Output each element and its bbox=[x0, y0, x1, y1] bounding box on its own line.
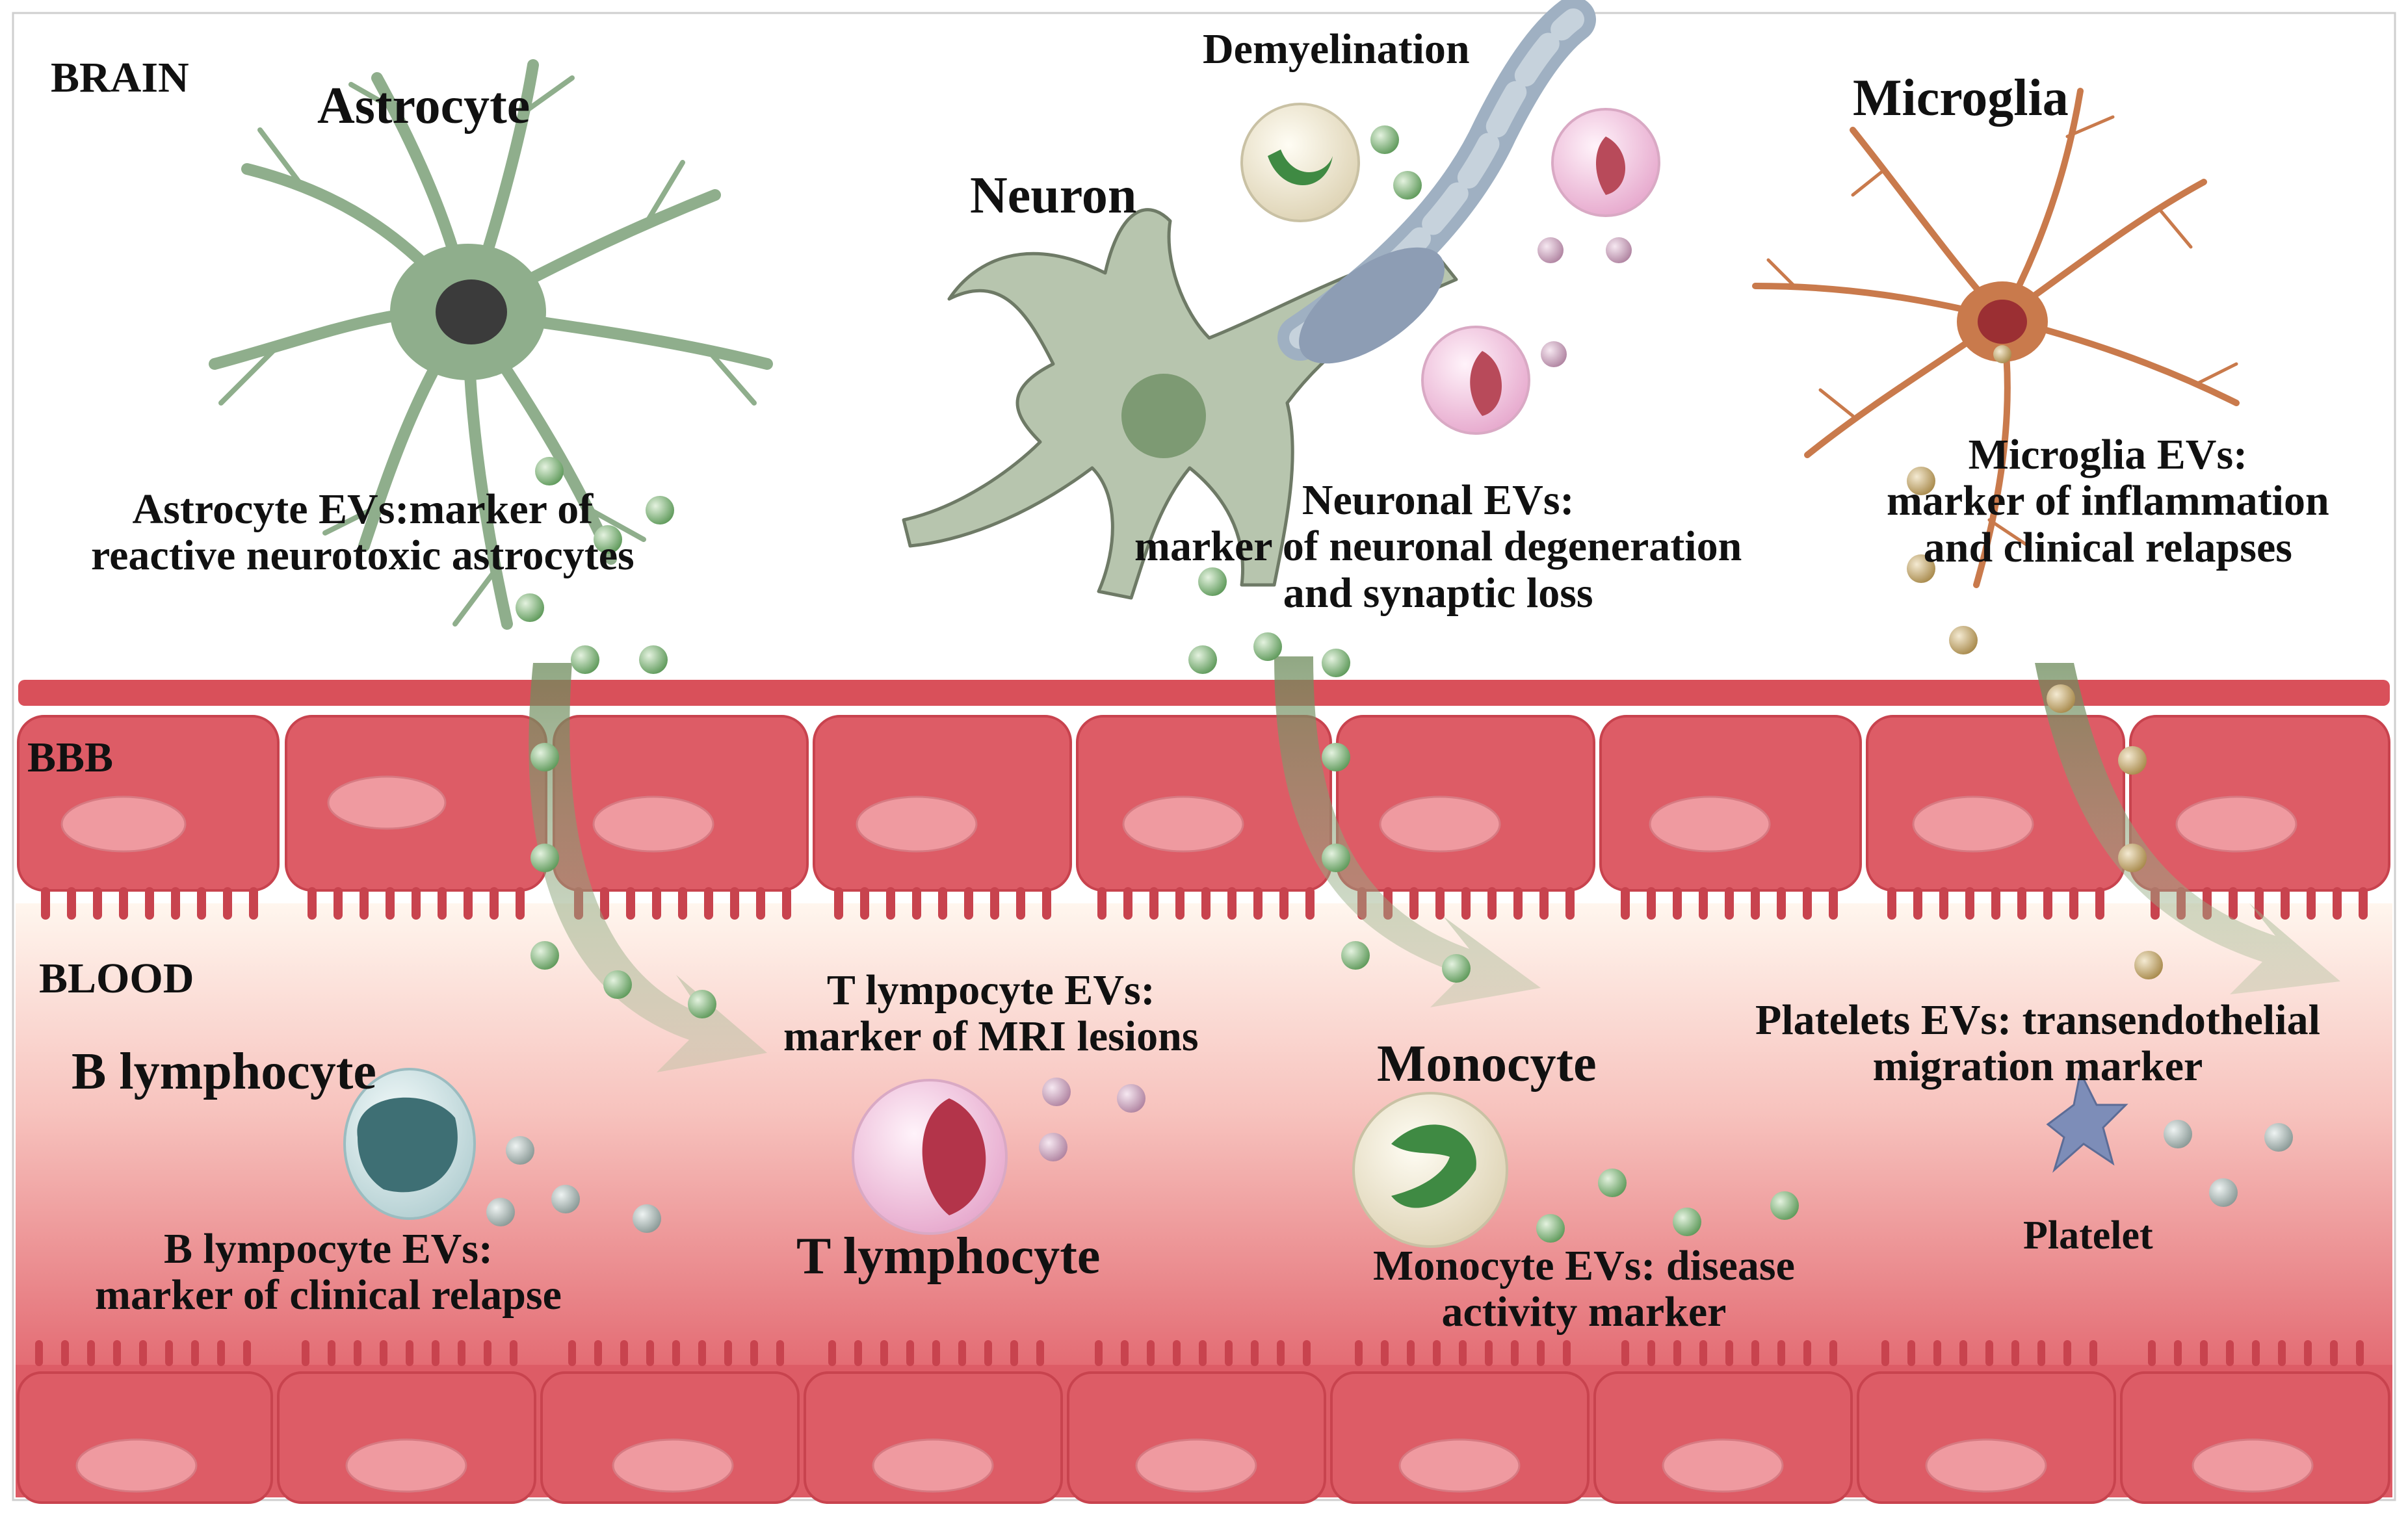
marker-platelets-evs: Platelets EVs: transendothelial migratio… bbox=[1755, 996, 2320, 1091]
cell-label-b-lymphocyte: B lymphocyte bbox=[72, 1043, 376, 1100]
ev-neuron bbox=[1188, 125, 1471, 983]
brain-monocyte bbox=[1240, 103, 1360, 222]
ev-monocyte bbox=[1536, 1169, 1799, 1243]
cell-label-astrocyte: Astrocyte bbox=[317, 77, 530, 135]
ev-b-lymphocyte bbox=[486, 1136, 661, 1233]
region-label-bbb: BBB bbox=[27, 734, 114, 781]
ev-platelet bbox=[2164, 1120, 2293, 1207]
cell-label-monocyte: Monocyte bbox=[1377, 1035, 1597, 1093]
cell-label-neuron: Neuron bbox=[970, 167, 1137, 224]
cell-label-microglia: Microglia bbox=[1853, 70, 2069, 127]
brain-tcell-2 bbox=[1421, 326, 1530, 435]
bbb-nuclei bbox=[60, 775, 2297, 853]
cell-label-demyelination: Demyelination bbox=[1203, 25, 1470, 73]
marker-microglia-evs: Microglia EVs: marker of inflammation an… bbox=[1887, 431, 2329, 571]
marker-neuronal-evs: Neuronal EVs: marker of neuronal degener… bbox=[1134, 476, 1742, 617]
brain-tcell-1 bbox=[1551, 108, 1660, 217]
ev-microglia bbox=[1907, 345, 2163, 979]
vessel-wall-bottom bbox=[16, 1340, 2392, 1504]
microglia-cell bbox=[1752, 88, 2240, 588]
cell-label-t-lymphocyte: T lymphocyte bbox=[796, 1228, 1101, 1285]
platelet-cell bbox=[2046, 1069, 2128, 1173]
monocyte-cell bbox=[1352, 1092, 1508, 1248]
ev-t-lymphocyte bbox=[1039, 1078, 1145, 1161]
b-lymphocyte-cell bbox=[343, 1068, 476, 1220]
region-label-brain: BRAIN bbox=[51, 54, 189, 101]
marker-b-lymphocyte-evs: B lympocyte EVs: marker of clinical rela… bbox=[95, 1225, 562, 1319]
ev-astrocyte bbox=[516, 457, 716, 1018]
region-label-blood: BLOOD bbox=[39, 955, 194, 1002]
marker-astrocyte-evs: Astrocyte EVs:marker of reactive neuroto… bbox=[91, 485, 635, 580]
marker-monocyte-evs: Monocyte EVs: disease activity marker bbox=[1373, 1242, 1795, 1336]
ev-tcell-brain bbox=[1538, 237, 1632, 367]
demyelinating-axon bbox=[1277, 0, 1596, 364]
t-lymphocyte-cell bbox=[852, 1079, 1008, 1235]
basement-membrane bbox=[18, 680, 2390, 706]
astrocyte-cell bbox=[209, 59, 773, 630]
marker-t-lymphocyte-evs: T lympocyte EVs: marker of MRI lesions bbox=[783, 966, 1199, 1061]
cell-label-platelet: Platelet bbox=[2023, 1213, 2153, 1258]
